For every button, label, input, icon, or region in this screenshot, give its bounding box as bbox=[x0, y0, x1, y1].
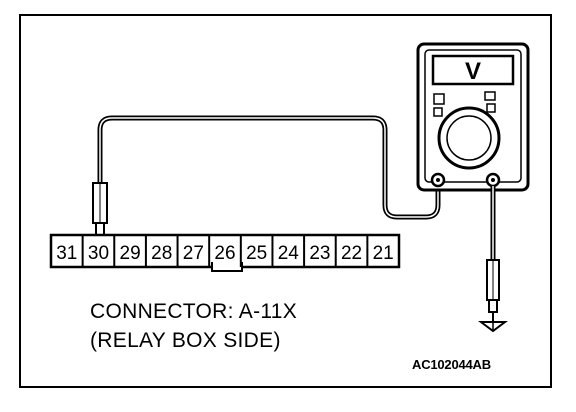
connector-a11x: 31 30 29 28 27 26 25 24 23 22 21 bbox=[49, 233, 401, 272]
ground-symbol-icon bbox=[478, 321, 508, 333]
meter-mode-symbol: V bbox=[465, 58, 481, 85]
pin-22: 22 bbox=[341, 243, 362, 264]
pin-25: 25 bbox=[246, 243, 267, 264]
pin-27: 27 bbox=[183, 243, 204, 264]
pin-26: 26 bbox=[214, 243, 235, 264]
ground-probe-icon bbox=[486, 259, 500, 322]
connector-subtitle: (RELAY BOX SIDE) bbox=[90, 329, 281, 352]
pin-29: 29 bbox=[120, 243, 141, 264]
pin-23: 23 bbox=[309, 243, 330, 264]
pin-31: 31 bbox=[56, 243, 77, 264]
meter-dial bbox=[437, 106, 501, 170]
pin-30: 30 bbox=[88, 243, 109, 264]
voltmeter-icon: V bbox=[416, 42, 530, 192]
pin-28: 28 bbox=[151, 243, 172, 264]
pin-24: 24 bbox=[278, 243, 300, 264]
figure-id: AC102044AB bbox=[412, 357, 491, 372]
test-lead-wire bbox=[97, 115, 441, 220]
connector-title: CONNECTOR: A-11X bbox=[90, 300, 298, 323]
pin-21: 21 bbox=[373, 243, 394, 264]
